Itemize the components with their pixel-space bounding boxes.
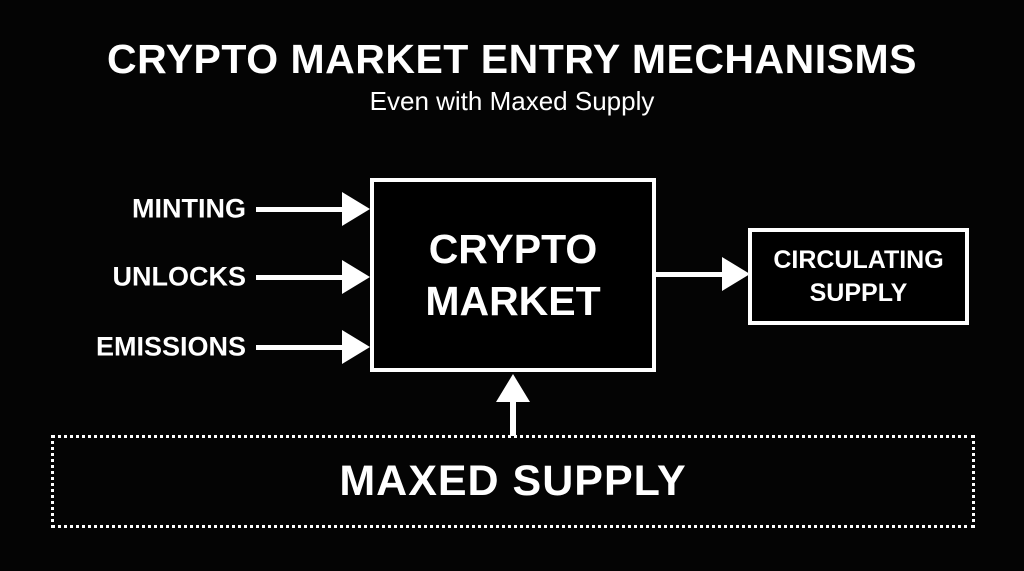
arrow-head <box>496 374 530 402</box>
arrow-head <box>722 257 750 291</box>
arrow-head <box>342 192 370 226</box>
crypto-market-box: CRYPTO MARKET <box>370 178 656 372</box>
crypto-market-label: CRYPTO MARKET <box>425 225 601 324</box>
arrow-right-icon-emissions <box>256 330 370 364</box>
arrow-right-icon-minting <box>256 192 370 226</box>
arrow-right-icon-unlocks <box>256 260 370 294</box>
circulating-supply-box: CIRCULATING SUPPLY <box>748 228 969 325</box>
input-label-emissions: EMISSIONS <box>95 331 246 362</box>
input-label-unlocks: UNLOCKS <box>112 261 247 292</box>
arrow-shaft <box>256 344 346 350</box>
arrow-shaft <box>256 274 346 280</box>
arrow-shaft <box>510 398 516 436</box>
page-title: CRYPTO MARKET ENTRY MECHANISMS <box>107 36 917 82</box>
circulating-supply-label: CIRCULATING SUPPLY <box>773 246 944 307</box>
arrow-head <box>342 330 370 364</box>
input-label-minting: MINTING <box>132 193 246 224</box>
arrow-shaft <box>656 271 726 277</box>
maxed-supply-label: MAXED SUPPLY <box>339 457 687 505</box>
arrow-head <box>342 260 370 294</box>
maxed-supply-box: MAXED SUPPLY <box>51 435 975 528</box>
arrow-up-icon <box>496 374 530 436</box>
arrow-shaft <box>256 206 346 212</box>
page-subtitle: Even with Maxed Supply <box>369 86 655 116</box>
arrow-right-icon-output <box>656 257 750 291</box>
